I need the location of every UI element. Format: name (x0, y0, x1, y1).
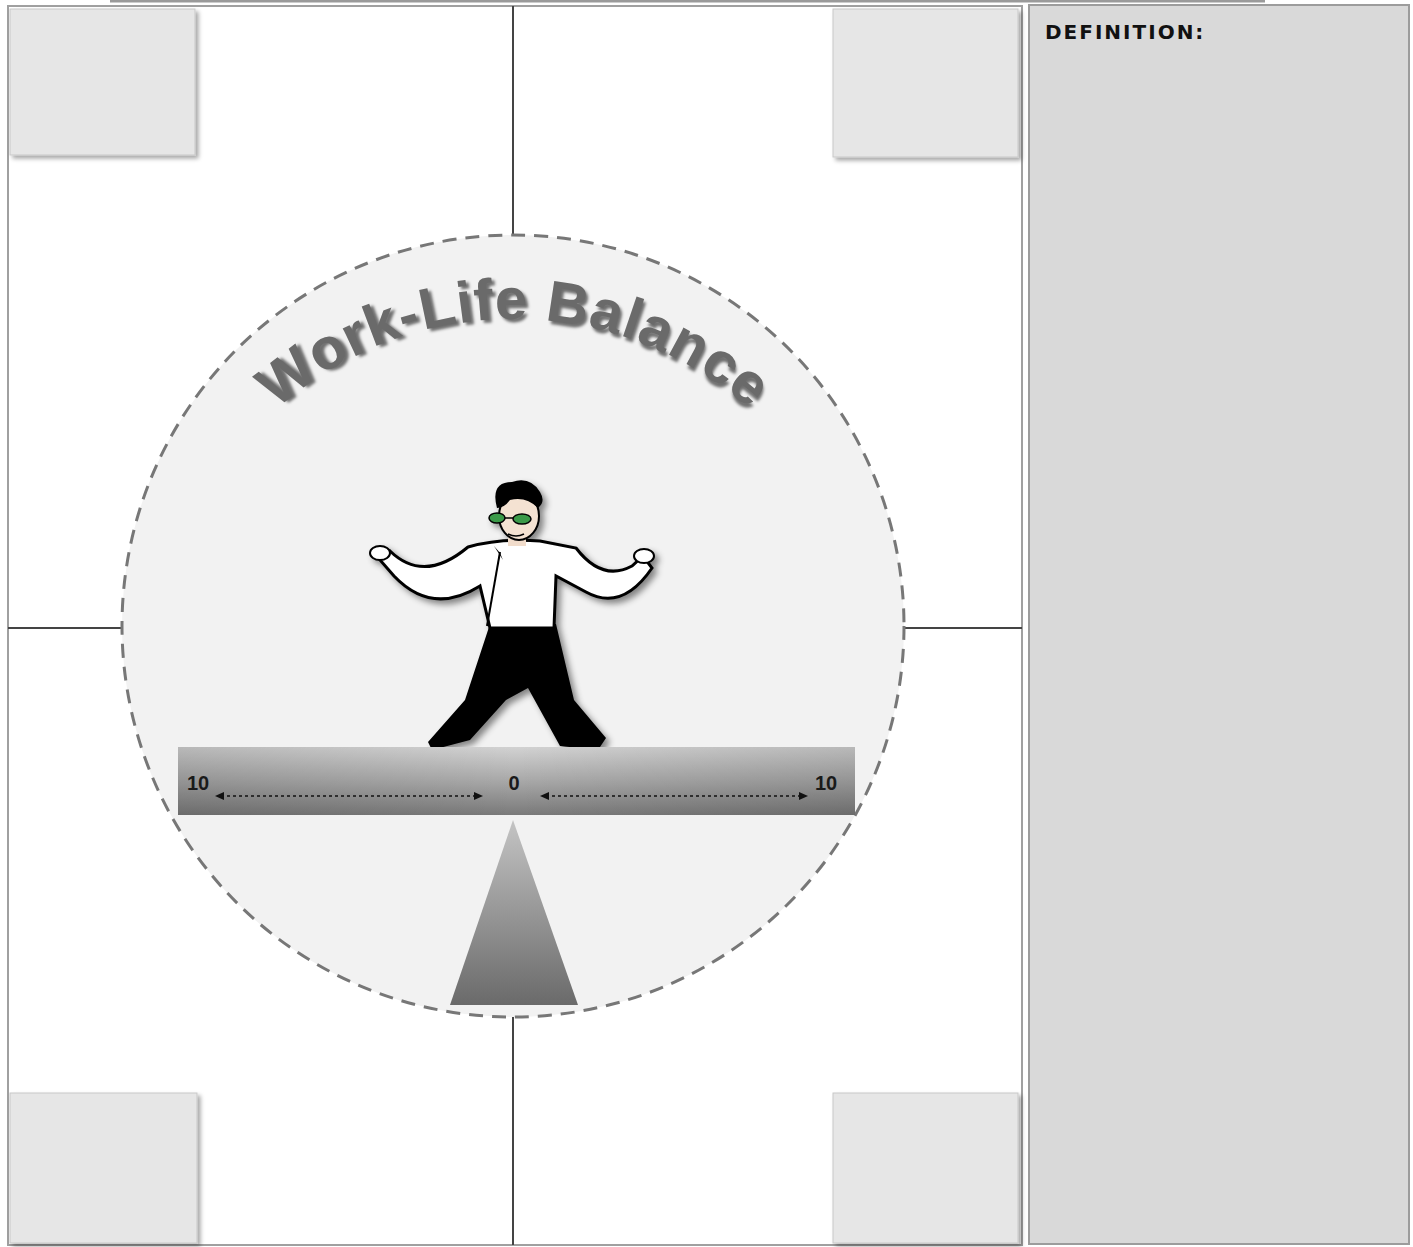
circle-illustration (120, 233, 906, 1019)
title-letter: e (495, 270, 528, 328)
scale-number: 10 (815, 772, 837, 795)
seesaw-scale: 10 0 10 (178, 747, 855, 815)
scale-number: 10 (187, 772, 209, 795)
definition-label: DEFINITION: (1045, 20, 1205, 44)
scale-number: 0 (508, 772, 519, 795)
definition-panel: DEFINITION: (1028, 4, 1410, 1245)
title-letter: f (471, 271, 495, 330)
curved-title: Work-Life Balance (120, 233, 906, 533)
balance-circle: 10 0 10 Work-Life Balance (120, 233, 906, 1019)
